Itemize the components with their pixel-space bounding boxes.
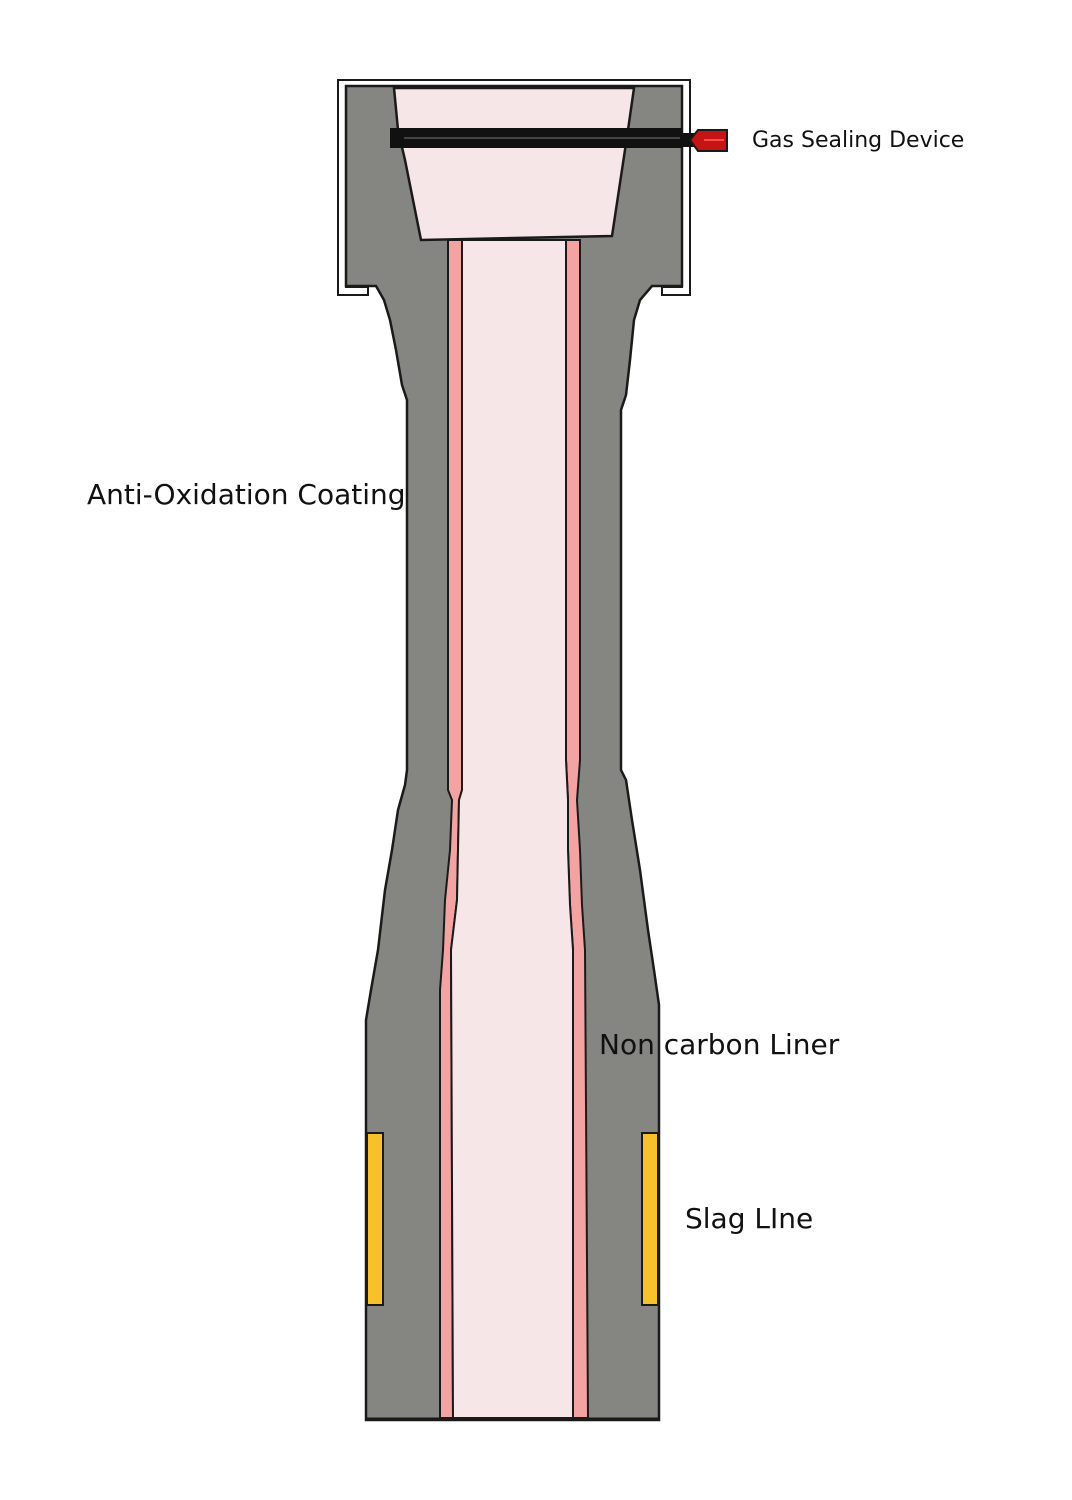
anti-oxidation-coating-label: Anti-Oxidation Coating (87, 478, 406, 511)
gas-sealing-device-label: Gas Sealing Device (752, 128, 965, 153)
slag-band-right (641, 1132, 659, 1306)
central-bore (449, 239, 574, 1419)
non-carbon-liner-label: Non carbon Liner (599, 1028, 840, 1061)
slag-line-label: Slag LIne (685, 1202, 814, 1235)
cup-cavity (392, 86, 636, 242)
slag-band-left (366, 1132, 384, 1306)
